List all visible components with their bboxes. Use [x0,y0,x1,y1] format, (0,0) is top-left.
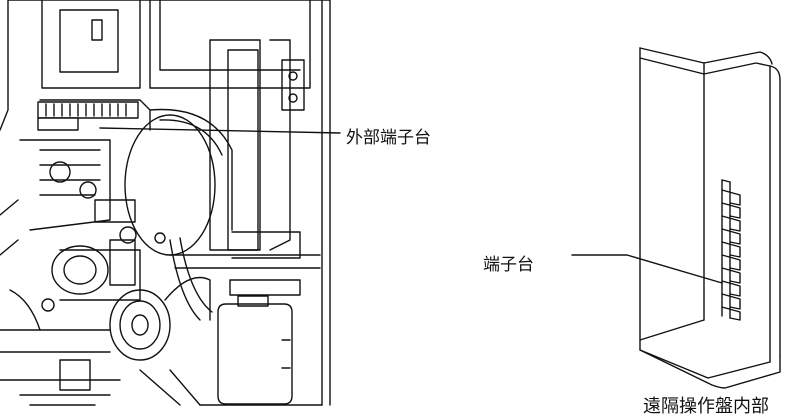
remote-panel-interior-caption: 遠隔操作盤内部 [643,396,769,417]
terminal-block-part [721,179,741,321]
drain-tank [217,295,293,405]
external-terminal-block-part [37,101,139,131]
terminal-block-leader-line [571,254,723,284]
equipment-cutaway-drawing [0,0,331,406]
external-terminal-leader-line [99,127,341,134]
external-terminal-block-label: 外部端子台 [346,128,431,148]
remote-panel-interior-drawing [639,47,781,389]
terminal-block-label: 端子台 [483,255,534,275]
